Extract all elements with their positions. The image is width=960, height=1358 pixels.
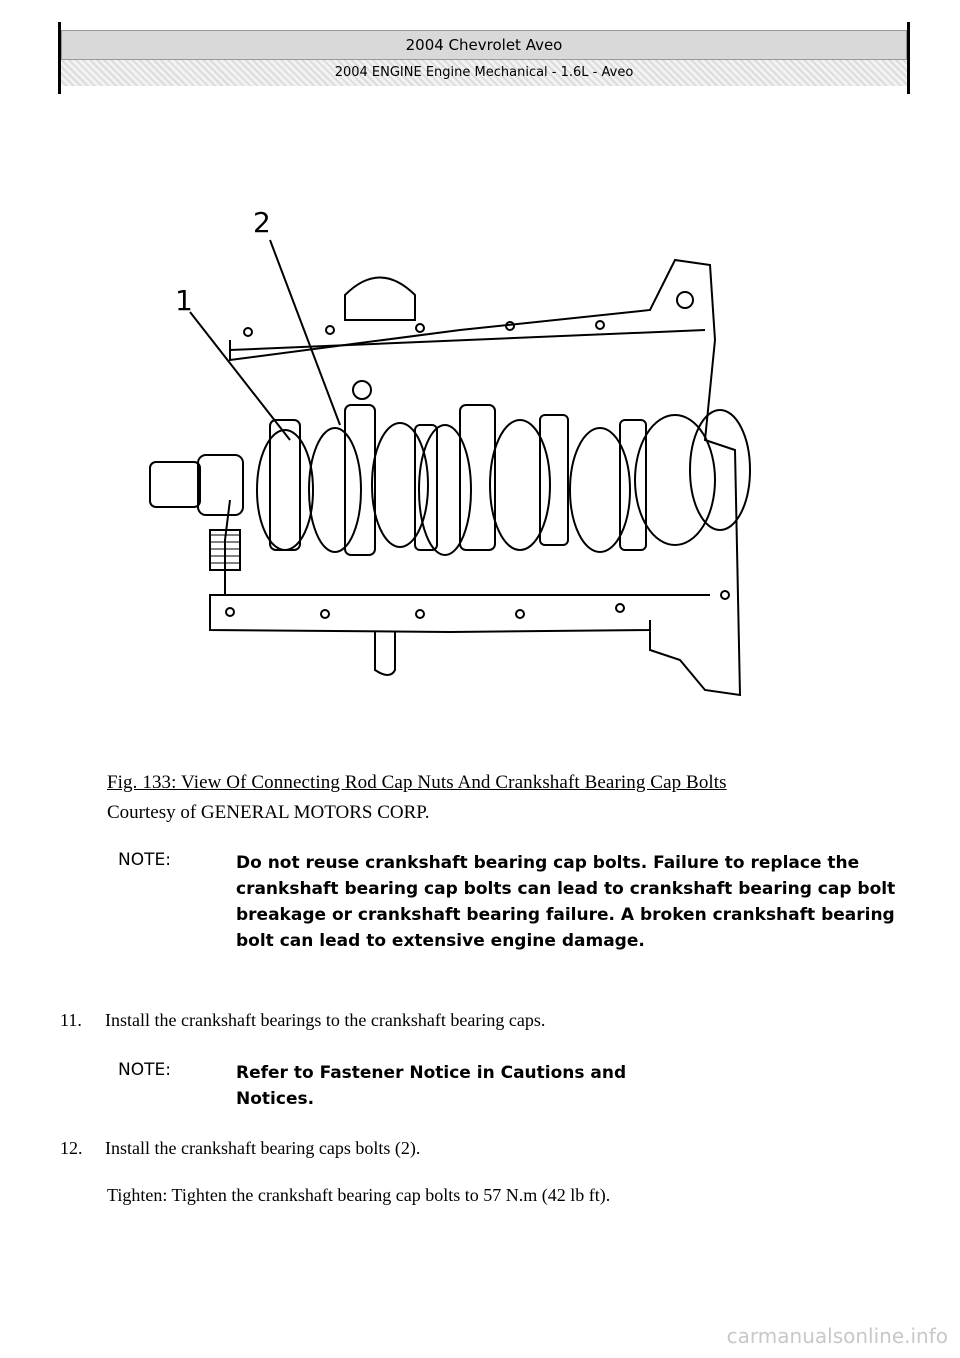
step-text: Install the crankshaft bearing caps bolt… [105,1138,421,1158]
step-text: Install the crankshaft bearings to the c… [105,1010,546,1030]
torque-spec: Tighten: Tighten the crankshaft bearing … [107,1185,611,1205]
header-title: 2004 Chevrolet Aveo [61,30,907,60]
step-number: 12. [60,1138,83,1158]
step-number: 11. [60,1010,82,1030]
watermark: carmanualsonline.info [726,1324,948,1348]
note-label: NOTE: [118,1060,171,1080]
callout-1: 1 [175,284,193,317]
figure-caption: Fig. 133: View Of Connecting Rod Cap Nut… [107,772,727,793]
note-label: NOTE: [118,850,171,870]
callout-2: 2 [253,206,271,239]
note-text: Do not reuse crankshaft bearing cap bolt… [236,853,896,951]
engine-block-illustration: 1 2 [149,206,751,697]
page-header: 2004 Chevrolet Aveo 2004 ENGINE Engine M… [58,22,910,94]
figure-credit: Courtesy of GENERAL MOTORS CORP. [107,802,430,823]
note-text: Refer to Fastener Notice in Cautions and… [236,1063,627,1109]
header-subtitle: 2004 ENGINE Engine Mechanical - 1.6L - A… [61,60,907,86]
